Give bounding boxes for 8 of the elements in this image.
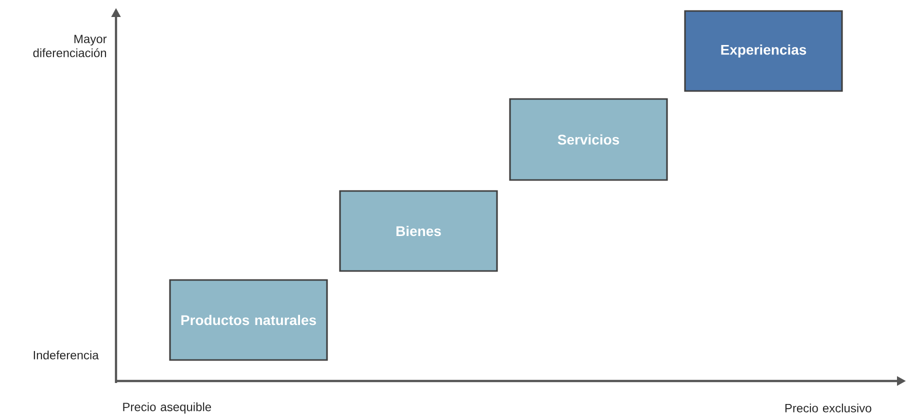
axis-label: Mayor diferenciación (33, 34, 107, 58)
axis-label: Precio exclusivo (785, 404, 872, 412)
category-box: Productos naturales (169, 279, 328, 361)
category-box: Experiencias (684, 10, 843, 92)
axis-label: Indeferencia (34, 350, 99, 360)
category-box: Servicios (509, 98, 668, 181)
axis-label: Precio asequible (123, 402, 212, 414)
category-box: Bienes (339, 190, 498, 272)
